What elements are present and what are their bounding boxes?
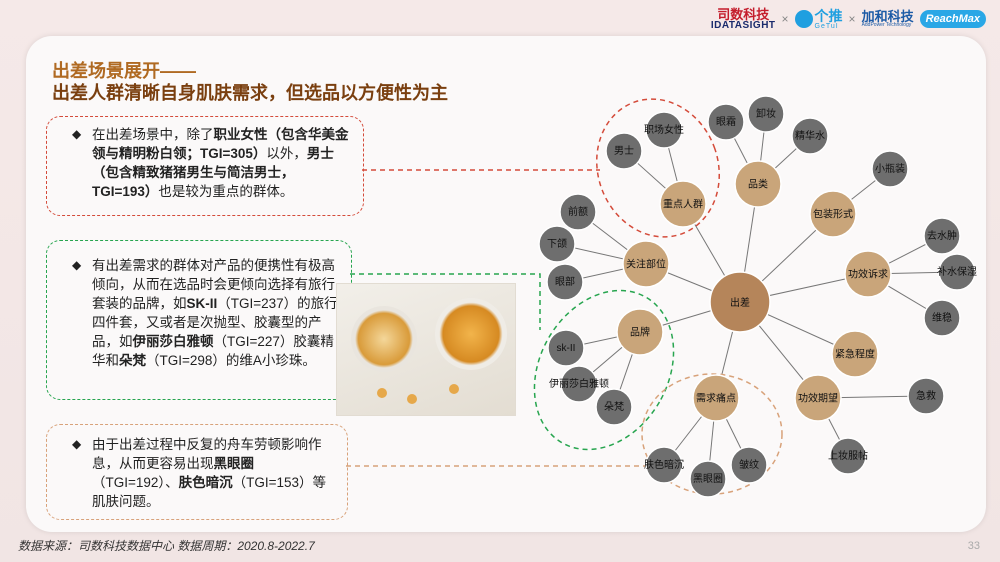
mindmap-leaf-node-label: 补水保湿 <box>937 265 977 278</box>
mindmap-center-node: 出差 <box>710 272 770 332</box>
mindmap-leaf-node-label: 男士 <box>614 144 634 157</box>
mindmap-leaf-node-label: 精华水 <box>795 129 825 142</box>
mindmap-leaf-node: 职场女性 <box>644 112 684 148</box>
mindmap-leaf-node-label: 职场女性 <box>644 123 684 136</box>
mindmap-branch-node-label: 品牌 <box>630 326 650 339</box>
mindmap-branch-node: 品类 <box>735 161 781 207</box>
mindmap-leaf-node-label: 皱纹 <box>739 458 759 471</box>
mindmap-leaf-node-label: 卸妆 <box>756 107 776 120</box>
mindmap-leaf-node-label: 黑眼圈 <box>693 473 723 485</box>
mindmap-branch-node: 功效期望 <box>795 375 841 421</box>
mindmap-branch-node-label: 包装形式 <box>813 208 853 221</box>
mindmap-leaf-node: 精华水 <box>792 118 828 154</box>
mindmap-leaf-node: 上妆服帖 <box>828 438 868 474</box>
mindmap-branch-node: 重点人群 <box>660 181 706 227</box>
mindmap-leaf-node: 朵梵 <box>596 389 632 425</box>
mindmap-leaf-node-label: 眼霜 <box>716 116 736 128</box>
mindmap-branch-node: 功效诉求 <box>845 251 891 297</box>
mindmap-branch-node-label: 重点人群 <box>663 198 703 211</box>
mindmap-branch-node: 包装形式 <box>810 191 856 237</box>
mindmap-branch-node-label: 品类 <box>748 178 768 191</box>
mindmap-leaf-node-label: 急救 <box>916 389 936 402</box>
mindmap-leaf-node: 维稳 <box>924 300 960 336</box>
data-source-note: 数据来源：司数科技数据中心 数据周期：2020.8-2022.7 <box>18 537 315 554</box>
mindmap-center-node-label: 出差 <box>730 296 750 309</box>
mindmap-leaf-node-label: 下颌 <box>547 237 567 250</box>
mindmap-branch-node: 关注部位 <box>623 241 669 287</box>
mindmap-leaf-node-label: 肤色暗沉 <box>644 458 684 471</box>
mindmap-leaf-node-label: 朵梵 <box>604 401 624 413</box>
mindmap-leaf-node: 眼部 <box>547 264 583 300</box>
mindmap-branch-node-label: 功效诉求 <box>848 268 888 281</box>
group-highlight-brands <box>507 265 702 474</box>
mindmap-leaf-node: 下颌 <box>539 226 575 262</box>
mindmap-leaf-node: 皱纹 <box>731 447 767 483</box>
mindmap-leaf-node: 去水肿 <box>924 218 960 254</box>
mindmap-leaf-node: sk-II <box>548 330 584 366</box>
mindmap-leaf-node-label: 眼部 <box>555 275 575 288</box>
mindmap-branch-node-label: 关注部位 <box>626 258 666 271</box>
page-number: 33 <box>968 540 980 552</box>
mindmap-branch-node-label: 功效期望 <box>798 392 838 405</box>
mindmap-leaf-node: 小瓶装 <box>872 151 908 187</box>
mindmap-leaf-node-label: 上妆服帖 <box>828 449 868 462</box>
mindmap-leaf-node: 眼霜 <box>708 104 744 140</box>
mindmap-leaf-node: 肤色暗沉 <box>644 447 684 483</box>
mindmap-branch-node-label: 需求痛点 <box>696 392 736 405</box>
mindmap-branch-node: 品牌 <box>617 309 663 355</box>
mindmap-leaf-node: 急救 <box>908 378 944 414</box>
mindmap-leaf-node: 卸妆 <box>748 96 784 132</box>
mindmap-leaf-node-label: 小瓶装 <box>875 162 905 175</box>
mindmap-leaf-node-label: 前额 <box>568 205 588 218</box>
mindmap-branch-node: 紧急程度 <box>832 331 878 377</box>
mindmap-leaf-node-label: sk-II <box>557 343 576 354</box>
mindmap-leaf-node: 补水保湿 <box>937 254 977 290</box>
mindmap-leaf-node: 男士 <box>606 133 642 169</box>
mindmap-branch-node-label: 紧急程度 <box>835 348 875 361</box>
mindmap-leaf-node-label: 维稳 <box>932 311 952 324</box>
mindmap-branch-node: 需求痛点 <box>693 375 739 421</box>
mindmap-leaf-node: 黑眼圈 <box>690 461 726 497</box>
connector-brands <box>350 274 540 330</box>
mindmap-leaf-node-label: 去水肿 <box>927 229 957 242</box>
mindmap-leaf-node: 前额 <box>560 194 596 230</box>
mindmap-leaf-node-label: 伊丽莎白雅顿 <box>549 377 609 390</box>
